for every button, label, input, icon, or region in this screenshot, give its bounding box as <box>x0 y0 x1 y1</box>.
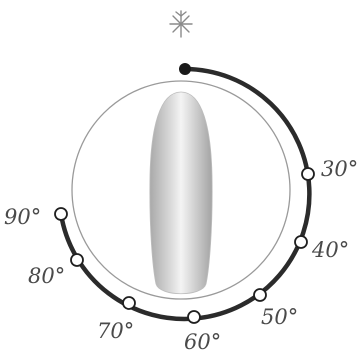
temp-mark-60-dot[interactable] <box>188 311 200 323</box>
temp-mark-70-dot[interactable] <box>123 297 135 309</box>
temp-mark-30-dot[interactable] <box>302 168 314 180</box>
temp-mark-90-dot[interactable] <box>55 208 67 220</box>
filled-dot-icon <box>179 63 191 75</box>
temp-label-70: 70° <box>97 319 134 343</box>
temp-label-80: 80° <box>28 264 65 288</box>
temp-mark-50-dot[interactable] <box>254 289 266 301</box>
temp-mark-40-dot[interactable] <box>295 236 307 248</box>
temp-label-60: 60° <box>184 330 221 350</box>
temp-label-50: 50° <box>261 305 298 329</box>
temp-label-30: 30° <box>321 157 358 181</box>
dial-handle[interactable] <box>150 92 212 294</box>
snowflake-defrost-icon <box>170 11 192 37</box>
temp-label-40: 40° <box>311 238 349 262</box>
temp-mark-80-dot[interactable] <box>71 254 83 266</box>
temp-label-90: 90° <box>4 205 41 229</box>
